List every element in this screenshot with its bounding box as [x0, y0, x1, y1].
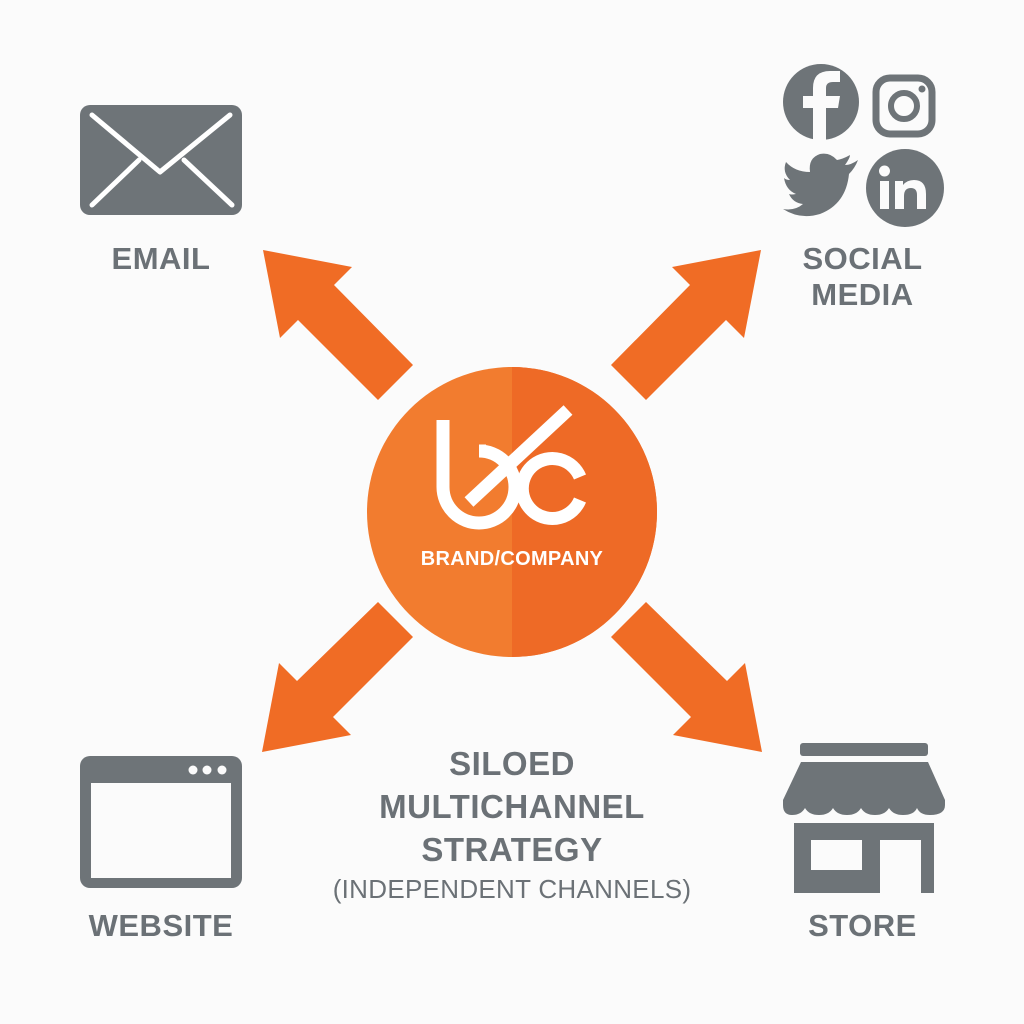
arrow-to-social-media — [611, 250, 761, 400]
arrow-to-email — [263, 250, 413, 400]
twitter-icon — [783, 153, 858, 217]
social-label-line1: SOCIAL — [802, 241, 923, 276]
arrow-to-website — [262, 602, 413, 752]
channel-label-email: EMAIL — [111, 241, 211, 276]
caption-line4: (INDEPENDENT CHANNELS) — [332, 874, 692, 904]
envelope-icon — [80, 105, 242, 215]
social-label-line2: MEDIA — [811, 277, 914, 312]
arrows — [262, 250, 762, 752]
linkedin-icon — [866, 149, 944, 227]
brand-company-label: BRAND/COMPANY — [420, 548, 604, 570]
channel-label-social-media: SOCIAL MEDIA — [780, 241, 945, 313]
strategy-caption: SILOED MULTICHANNEL STRATEGY (INDEPENDEN… — [300, 742, 724, 907]
browser-window-icon — [80, 756, 242, 888]
brand-logo-icon — [436, 405, 586, 530]
channel-label-website: WEBSITE — [88, 908, 234, 943]
storefront-icon — [783, 743, 945, 893]
caption-line2: MULTICHANNEL — [379, 788, 645, 825]
caption-line3: STRATEGY — [421, 831, 603, 868]
caption-line1: SILOED — [449, 745, 575, 782]
instagram-icon — [872, 74, 936, 138]
facebook-icon — [783, 64, 859, 140]
channel-label-store: STORE — [808, 908, 917, 943]
arrow-to-store — [611, 602, 762, 752]
